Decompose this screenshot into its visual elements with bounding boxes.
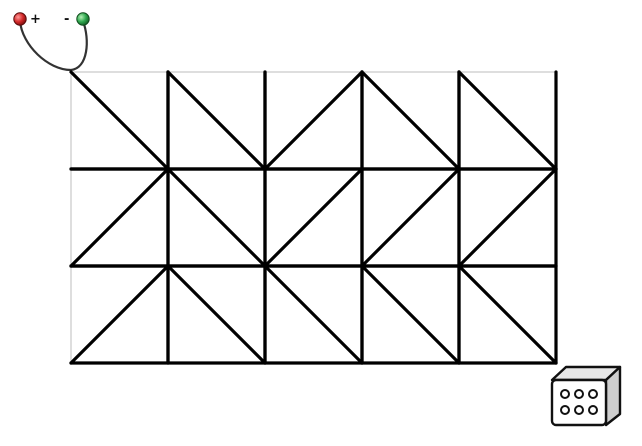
tile-diagonal — [69, 167, 170, 268]
tile-diagonal — [360, 70, 461, 171]
puzzle-tile[interactable] — [69, 167, 170, 268]
positive-terminal-label: + — [30, 12, 41, 27]
puzzle-tile[interactable] — [263, 70, 364, 171]
die-pip — [560, 405, 570, 415]
puzzle-tile[interactable] — [360, 264, 461, 365]
die-pip — [574, 389, 584, 399]
tile-diagonal — [263, 264, 364, 365]
die-pip — [588, 389, 598, 399]
tile-diagonal — [457, 70, 558, 171]
puzzle-tile[interactable] — [457, 70, 558, 171]
tile-diagonal — [360, 167, 461, 268]
die-pip — [574, 405, 584, 415]
tile-diagonal — [360, 264, 461, 365]
die-pip — [560, 389, 570, 399]
puzzle-tile[interactable] — [457, 264, 558, 365]
puzzle-tile[interactable] — [166, 167, 267, 268]
puzzle-tile[interactable] — [69, 70, 170, 171]
puzzle-tile[interactable] — [263, 167, 364, 268]
tile-diagonal — [457, 264, 558, 365]
puzzle-tile[interactable] — [166, 70, 267, 171]
puzzle-tile[interactable] — [69, 264, 170, 365]
tile-diagonal — [166, 70, 267, 171]
puzzle-tile[interactable] — [360, 70, 461, 171]
tile-diagonal — [69, 70, 170, 171]
puzzle-tile[interactable] — [166, 264, 267, 365]
tile-diagonal — [457, 167, 558, 268]
puzzle-tile[interactable] — [263, 264, 364, 365]
tile-diagonal — [263, 167, 364, 268]
die-pip — [588, 405, 598, 415]
battery-wire — [18, 20, 88, 72]
puzzle-tile[interactable] — [457, 167, 558, 268]
negative-terminal-label: - — [64, 12, 69, 27]
tile-diagonal — [263, 70, 364, 171]
puzzle-tiles — [69, 70, 558, 365]
positive-terminal-icon[interactable] — [13, 12, 27, 26]
tile-diagonal — [166, 264, 267, 365]
negative-terminal-icon[interactable] — [76, 12, 90, 26]
puzzle-tile[interactable] — [360, 167, 461, 268]
die-six-icon[interactable] — [550, 365, 622, 427]
tile-diagonal — [166, 167, 267, 268]
tile-diagonal — [69, 264, 170, 365]
